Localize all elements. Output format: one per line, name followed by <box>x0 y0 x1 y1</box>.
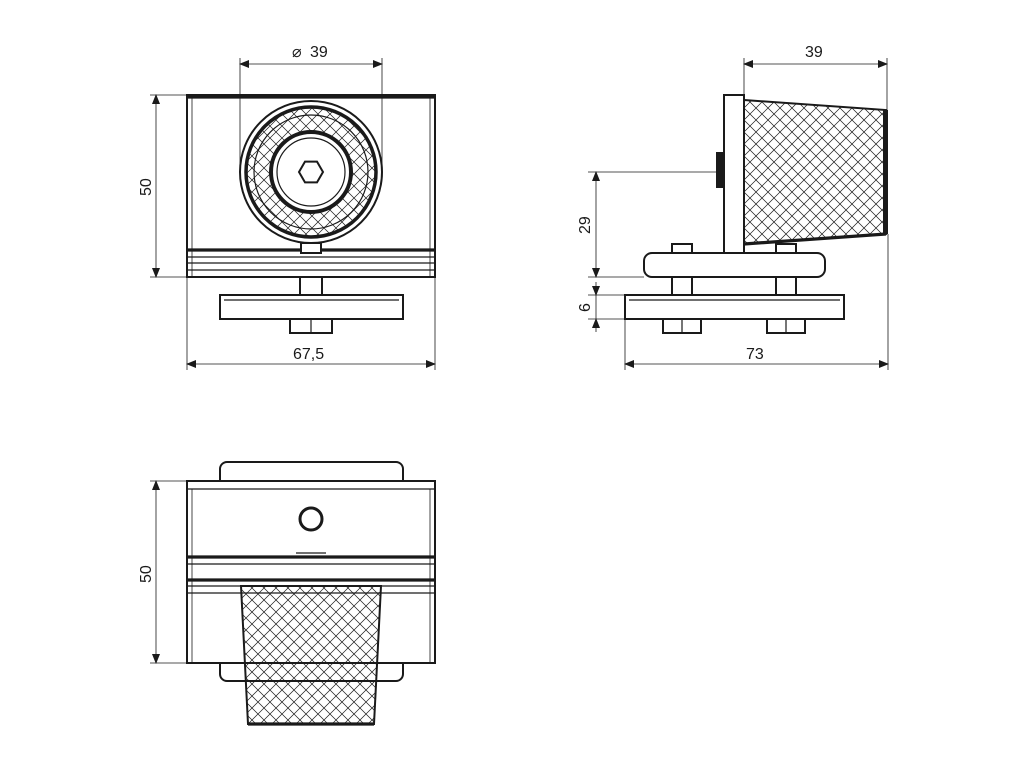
dim-side-plate: 6 <box>577 303 594 312</box>
front-view <box>186 94 436 334</box>
side-view-dimensions: 39 29 6 73 <box>577 44 889 370</box>
dim-top-height: 50 <box>138 565 155 583</box>
top-view <box>186 461 436 726</box>
front-view-dimensions: ⌀ 39 50 67,5 <box>138 44 436 370</box>
side-view <box>624 94 888 334</box>
dim-front-height: 50 <box>138 178 155 196</box>
dim-side-height: 29 <box>577 216 594 234</box>
dim-front-diameter: 39 <box>310 44 328 61</box>
mounting-hole-icon <box>298 506 324 532</box>
dim-side-length: 73 <box>746 346 764 363</box>
hex-socket-icon <box>297 160 325 184</box>
top-view-dimensions: 50 <box>138 480 187 664</box>
dim-front-width: 67,5 <box>293 346 324 363</box>
dim-side-depth: 39 <box>805 44 823 61</box>
dim-front-diameter-symbol: ⌀ <box>292 44 302 61</box>
side-buffer <box>743 98 887 246</box>
